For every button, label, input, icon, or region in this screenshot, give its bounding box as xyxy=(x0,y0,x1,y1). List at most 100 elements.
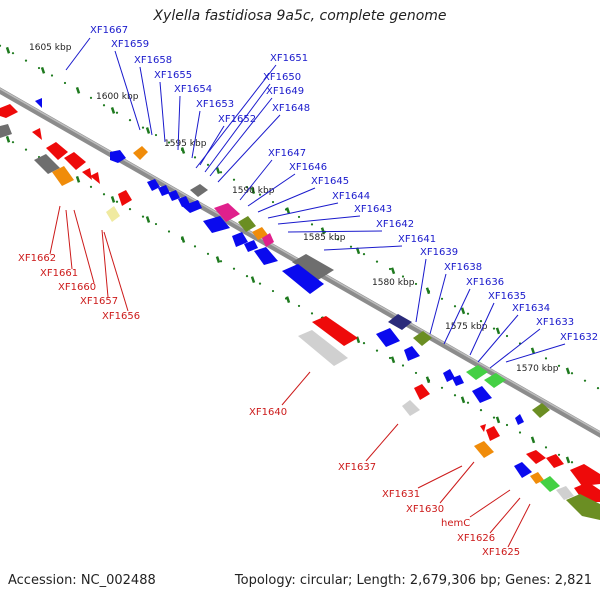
gene-label[interactable]: XF1632 xyxy=(560,332,598,343)
gene-label[interactable]: XF1641 xyxy=(398,234,436,245)
gene-label[interactable]: XF1642 xyxy=(376,219,414,230)
gene-arrow-green[interactable] xyxy=(466,365,488,380)
gene-label[interactable]: XF1653 xyxy=(196,99,234,110)
gene-arrow-red[interactable] xyxy=(64,152,86,170)
gene-label[interactable]: XF1638 xyxy=(444,262,482,273)
gene-label[interactable]: XF1649 xyxy=(266,86,304,97)
gene-label[interactable]: XF1626 xyxy=(457,533,495,544)
gene-arrow-blue[interactable] xyxy=(452,375,464,386)
gene-arrow-red[interactable] xyxy=(90,172,100,184)
gene-label[interactable]: XF1640 xyxy=(249,407,287,418)
tick-mark xyxy=(390,267,396,275)
gene-arrow-red[interactable] xyxy=(526,450,546,464)
track-dot xyxy=(11,52,15,55)
gene-label[interactable]: XF1658 xyxy=(134,55,172,66)
gene-arrow-lightyellow[interactable] xyxy=(106,206,120,222)
gene-arrow-blue[interactable] xyxy=(168,190,180,201)
gene-arrow-red[interactable] xyxy=(46,142,68,160)
gene-arrow-gray[interactable] xyxy=(190,184,208,197)
gene-arrow-blue[interactable] xyxy=(514,462,532,478)
gene-label[interactable]: XF1636 xyxy=(466,277,504,288)
gene-arrow-red[interactable] xyxy=(82,168,92,180)
gene-arrow-blue[interactable] xyxy=(147,179,160,191)
gene-label[interactable]: XF1652 xyxy=(218,114,256,125)
gene-arrow-silver[interactable] xyxy=(402,400,420,416)
gene-label[interactable]: XF1633 xyxy=(536,317,574,328)
gene-arrow-red[interactable] xyxy=(312,316,358,346)
gene-arrow-blue[interactable] xyxy=(282,264,324,294)
gene-label[interactable]: XF1654 xyxy=(174,84,212,95)
gene-label[interactable]: XF1655 xyxy=(154,70,192,81)
gene-arrow-gray[interactable] xyxy=(292,254,334,280)
gene-label[interactable]: XF1662 xyxy=(18,253,56,264)
gene-arrow-red[interactable] xyxy=(0,104,18,118)
gene-arrow-red[interactable] xyxy=(414,384,430,400)
gene-arrow-red[interactable] xyxy=(480,424,486,432)
gene-arrow-blue[interactable] xyxy=(515,414,524,425)
gene-arrow-gray[interactable] xyxy=(0,124,12,138)
gene-arrow-orange[interactable] xyxy=(133,146,148,160)
gene-label[interactable]: XF1667 xyxy=(90,25,128,36)
gene-label[interactable]: XF1661 xyxy=(40,268,78,279)
reverse-genes xyxy=(0,104,600,520)
gene-label[interactable]: XF1656 xyxy=(102,311,140,322)
gene-arrow-blue[interactable] xyxy=(244,240,258,252)
gene-label[interactable]: XF1660 xyxy=(58,282,96,293)
gene-arrow-red[interactable] xyxy=(546,454,564,468)
gene-arrow-orange[interactable] xyxy=(530,472,544,484)
gene-arrow-orange[interactable] xyxy=(52,166,74,186)
gene-label[interactable]: XF1647 xyxy=(268,148,306,159)
gene-arrow-blue[interactable] xyxy=(203,216,230,233)
gene-arrow-blue[interactable] xyxy=(35,98,42,108)
gene-arrow-blue[interactable] xyxy=(376,328,400,347)
gene-arrow-blue[interactable] xyxy=(232,232,248,247)
gene-label[interactable]: XF1645 xyxy=(311,176,349,187)
gene-arrow-navy[interactable] xyxy=(388,314,412,330)
gene-label[interactable]: XF1646 xyxy=(289,162,327,173)
gene-arrow-red[interactable] xyxy=(118,190,132,206)
gene-arrow-red[interactable] xyxy=(32,128,42,140)
gene-label[interactable]: XF1644 xyxy=(332,191,370,202)
gene-arrow-magenta[interactable] xyxy=(214,203,240,222)
gene-arrow-red[interactable] xyxy=(570,464,600,486)
track-dot xyxy=(414,282,418,286)
gene-arrow-olive[interactable] xyxy=(566,494,600,520)
kbp-label: 1570 kbp xyxy=(516,364,559,374)
gene-arrow-green[interactable] xyxy=(484,373,506,388)
gene-arrow-olive[interactable] xyxy=(413,331,432,346)
gene-arrow-blue[interactable] xyxy=(158,185,170,196)
gene-arrow-green[interactable] xyxy=(540,476,560,492)
leader-line xyxy=(114,50,141,131)
gene-arrow-magenta[interactable] xyxy=(262,233,274,247)
gene-arrow-blue[interactable] xyxy=(472,386,492,403)
gene-label[interactable]: XF1659 xyxy=(111,39,149,50)
gene-label[interactable]: XF1625 xyxy=(482,547,520,558)
gene-arrow-orange[interactable] xyxy=(474,441,494,458)
gene-label[interactable]: XF1651 xyxy=(270,53,308,64)
gene-arrow-gray[interactable] xyxy=(34,154,60,174)
gene-arrow-blue[interactable] xyxy=(254,247,278,265)
gene-arrow-blue[interactable] xyxy=(404,346,420,361)
gene-label[interactable]: XF1639 xyxy=(420,247,458,258)
gene-arrow-red[interactable] xyxy=(486,426,500,441)
gene-label[interactable]: XF1637 xyxy=(338,462,376,473)
tick-mark xyxy=(495,416,501,424)
gene-arrow-blue[interactable] xyxy=(110,150,126,163)
gene-arrow-silver[interactable] xyxy=(298,330,348,366)
gene-label[interactable]: XF1648 xyxy=(272,103,310,114)
gene-arrow-olive[interactable] xyxy=(532,403,550,418)
gene-label[interactable]: hemC xyxy=(441,518,470,529)
tick-mark xyxy=(285,296,291,304)
gene-label[interactable]: XF1643 xyxy=(354,204,392,215)
gene-label[interactable]: XF1650 xyxy=(263,72,301,83)
gene-label[interactable]: XF1657 xyxy=(80,296,118,307)
gene-label[interactable]: XF1634 xyxy=(512,303,550,314)
gene-arrow-blue[interactable] xyxy=(443,369,455,382)
leader-line xyxy=(469,489,511,518)
gene-label[interactable]: XF1631 xyxy=(382,489,420,500)
gene-label[interactable]: XF1635 xyxy=(488,291,526,302)
gene-arrow-blue[interactable] xyxy=(182,200,202,213)
gene-label[interactable]: XF1630 xyxy=(406,504,444,515)
gene-arrow-silver[interactable] xyxy=(556,486,574,500)
gene-arrow-olive[interactable] xyxy=(238,216,256,232)
